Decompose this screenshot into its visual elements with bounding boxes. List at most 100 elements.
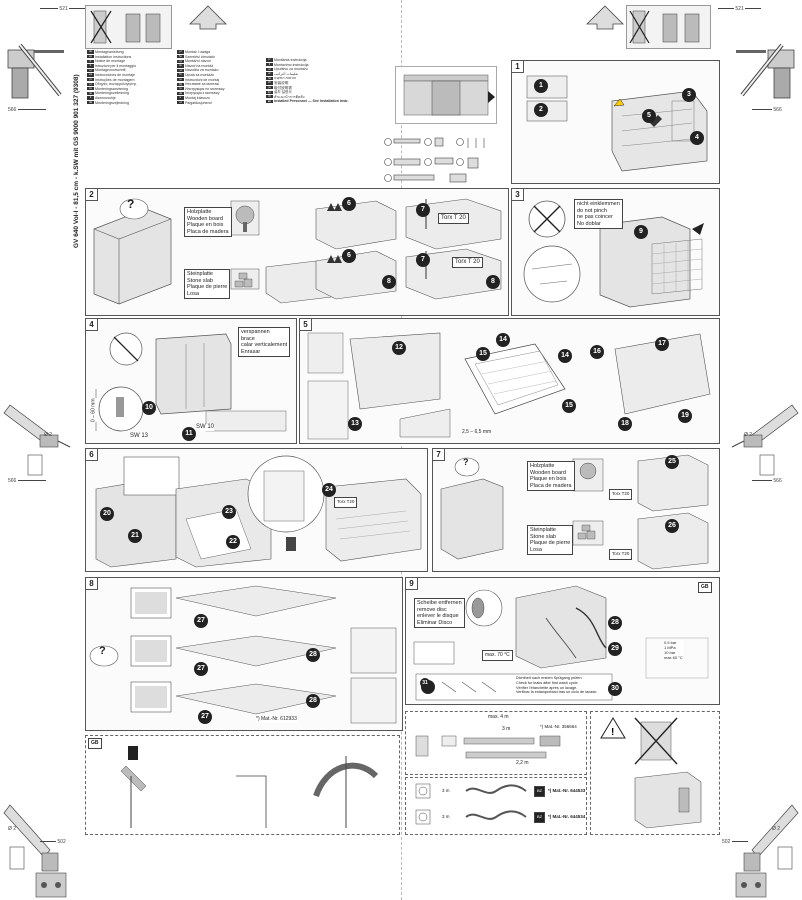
top-right-corner-figure [736, 43, 795, 99]
header-thumbnail [85, 5, 172, 49]
svg-text:!: ! [611, 727, 614, 738]
stone-slab-labels: Steinplatte Stone slab Plaque de pierre … [184, 269, 231, 300]
panel-number: 2 [86, 189, 98, 201]
label-text: remove disc [417, 606, 447, 613]
step-panel-8: 8 ? 27 27 28 27 28 *) Mat.-Nr. 612933 [85, 577, 403, 731]
panel-number: 7 [433, 449, 445, 461]
question-icon: ? [463, 457, 469, 467]
top-left-corner-figure [7, 43, 64, 99]
thickness-measure: 2,5 – 6,5 mm [462, 429, 492, 436]
step-badge: 5 [642, 109, 656, 123]
header-thumbnail-right [626, 5, 711, 49]
cable-length: 3 m [442, 814, 450, 821]
panel-number: 6 [86, 449, 98, 461]
hose-max-length: max. 4 m [488, 714, 509, 721]
parts-list [380, 128, 510, 186]
top-left-dim: 521 [40, 6, 88, 12]
bottom-right-corner-figure [735, 804, 799, 898]
label-text: do not pinch [577, 207, 607, 214]
panel-number: 9 [406, 578, 418, 590]
step-badge: 26 [665, 519, 679, 533]
step-badge: 21 [128, 529, 142, 543]
bottom-left-corner-figure [3, 804, 67, 898]
torx-label: Torx T20 [334, 497, 358, 508]
step-badge: 14 [496, 333, 510, 347]
step-badge: 27 [198, 710, 212, 724]
label-text: Holzplatte [530, 463, 555, 469]
step-badge: 28 [306, 694, 320, 708]
step-badge: 7 [416, 253, 430, 267]
step-badge: 1 [534, 79, 548, 93]
cable-code: BZ [534, 786, 546, 797]
label-text: nicht einklemmen [577, 201, 620, 207]
up-arrow-icon [189, 5, 227, 30]
drill-diameter-right: Ø 2 [744, 432, 753, 438]
step-badge: 3 [682, 88, 696, 102]
material-number: *) Mat.-Nr. 612933 [256, 716, 297, 723]
question-icon: ? [127, 197, 135, 211]
step-badge: 2 [534, 103, 548, 117]
label-text: Plaque en bois [187, 222, 224, 229]
hose-panel: max. 4 m 3 m 2,2 m *) Mat.-Nr. 356664 [405, 711, 587, 775]
step-badge: 6 [342, 249, 356, 263]
hose-length-bottom: 2,2 m [516, 760, 529, 767]
label-text: Scheibe entfernen [417, 600, 462, 606]
step-badge: 27 [194, 662, 208, 676]
label-text: Stone slab [530, 533, 556, 540]
step-badge: 23 [222, 505, 236, 519]
warning-panel: ! [590, 711, 720, 835]
step-panel-2: 2 ? Holzplatte Wooden board Plaque en bo… [85, 188, 509, 316]
label-text: Steinplatte [187, 271, 213, 277]
label-text: Enrasar [241, 348, 261, 355]
torx-label: Torx T 20 [438, 213, 469, 224]
step-badge: 28 [306, 648, 320, 662]
question-icon: ? [99, 645, 106, 657]
up-arrow-icon [586, 5, 624, 30]
panel-number: 3 [512, 189, 524, 201]
label-text: Stone slab [187, 277, 213, 284]
label-text: Wooden board [530, 469, 566, 476]
label-text: No doblar [577, 220, 601, 227]
drill-diameter-left: Ø 2 [44, 432, 53, 438]
label-text: Plaque de pierre [530, 540, 571, 547]
label-text: Placa de madera [187, 228, 229, 235]
no-pinch-labels: nicht einklemmen do not pinch ne pas coi… [574, 199, 623, 230]
step-badge: 15 [476, 347, 490, 361]
label-text: Vérifier l'étanchéité après un lavage. [516, 685, 578, 690]
dim-566-right-2: 566 [752, 478, 782, 484]
drill-figure-left [3, 404, 71, 476]
dim-502-right: 502 [722, 839, 748, 845]
step-badge: 31 [420, 678, 430, 688]
step-badge: 18 [618, 417, 632, 431]
dim-566-left-2: 566 [8, 478, 46, 484]
panel-number: 1 [512, 61, 524, 73]
max-temperature: max. 70 °C [482, 650, 513, 661]
label-text: brace [241, 335, 255, 342]
step-badge: 29 [608, 642, 622, 656]
wrench-size-13: SW 13 [130, 433, 149, 440]
step-badge: 14 [558, 349, 572, 363]
height-range: 0 – 60 mm [90, 398, 98, 423]
label-text: enlever le disque [417, 613, 459, 620]
step-badge: 12 [392, 341, 406, 355]
step-badge: 17 [655, 337, 669, 351]
